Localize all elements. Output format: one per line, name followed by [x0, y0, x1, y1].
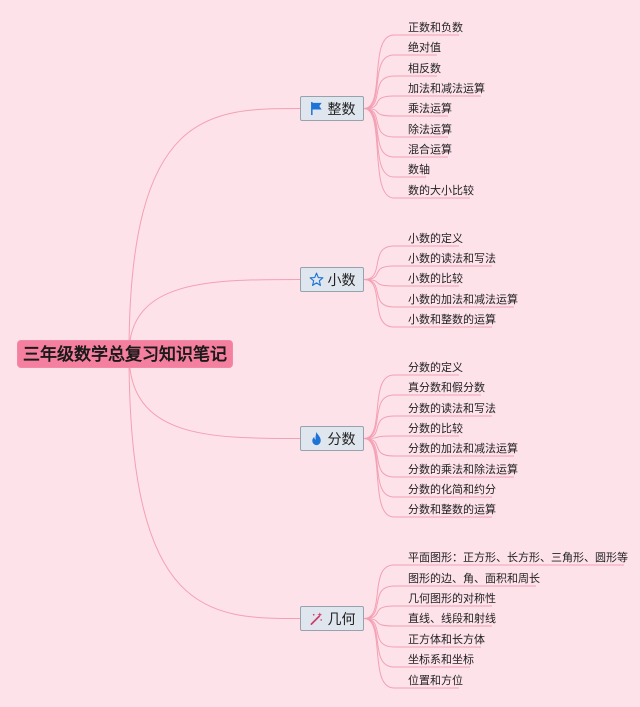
leaf-topic[interactable]: 直线、线段和射线	[408, 612, 496, 625]
root-topic[interactable]: 三年级数学总复习知识笔记	[17, 340, 233, 368]
leaf-topic[interactable]: 小数和整数的运算	[408, 313, 496, 326]
leaf-topic[interactable]: 正方体和长方体	[408, 633, 485, 646]
branch-integers[interactable]: 整数	[300, 96, 364, 121]
leaf-topic[interactable]: 正数和负数	[408, 21, 463, 34]
branch-label: 整数	[327, 101, 356, 118]
leaf-topic[interactable]: 混合运算	[408, 143, 452, 156]
leaf-topic[interactable]: 坐标系和坐标	[408, 653, 474, 666]
leaf-topic[interactable]: 小数的加法和减法运算	[408, 293, 518, 306]
branch-label: 分数	[327, 431, 356, 448]
leaf-topic[interactable]: 分数的化简和约分	[408, 483, 496, 496]
leaf-topic[interactable]: 除法运算	[408, 123, 452, 136]
leaf-topic[interactable]: 分数和整数的运算	[408, 503, 496, 516]
leaf-topic[interactable]: 平面图形：正方形、长方形、三角形、圆形等	[408, 551, 628, 564]
magic-wand-icon	[309, 611, 324, 626]
leaf-topic[interactable]: 乘法运算	[408, 102, 452, 115]
flame-icon	[309, 431, 324, 446]
leaf-topic[interactable]: 相反数	[408, 62, 441, 75]
branch-geometry[interactable]: 几何	[300, 606, 364, 631]
leaf-topic[interactable]: 数的大小比较	[408, 184, 474, 197]
leaf-topic[interactable]: 分数的比较	[408, 422, 463, 435]
leaf-topic[interactable]: 小数的比较	[408, 272, 463, 285]
leaf-topic[interactable]: 真分数和假分数	[408, 381, 485, 394]
leaf-topic[interactable]: 分数的定义	[408, 361, 463, 374]
leaf-topic[interactable]: 小数的读法和写法	[408, 252, 496, 265]
branch-decimals[interactable]: 小数	[300, 267, 364, 292]
leaf-topic[interactable]: 位置和方位	[408, 674, 463, 687]
leaf-topic[interactable]: 绝对值	[408, 41, 441, 54]
star-icon	[309, 272, 324, 287]
leaf-topic[interactable]: 分数的加法和减法运算	[408, 442, 518, 455]
branch-label: 几何	[327, 611, 356, 628]
leaf-topic[interactable]: 分数的乘法和除法运算	[408, 463, 518, 476]
branch-fractions[interactable]: 分数	[300, 426, 364, 451]
leaf-topic[interactable]: 图形的边、角、面积和周长	[408, 572, 540, 585]
branch-label: 小数	[327, 272, 356, 289]
leaf-topic[interactable]: 分数的读法和写法	[408, 402, 496, 415]
leaf-topic[interactable]: 加法和减法运算	[408, 82, 485, 95]
leaf-topic[interactable]: 小数的定义	[408, 232, 463, 245]
leaf-topic[interactable]: 数轴	[408, 163, 430, 176]
flag-icon	[309, 101, 324, 116]
leaf-topic[interactable]: 几何图形的对称性	[408, 592, 496, 605]
